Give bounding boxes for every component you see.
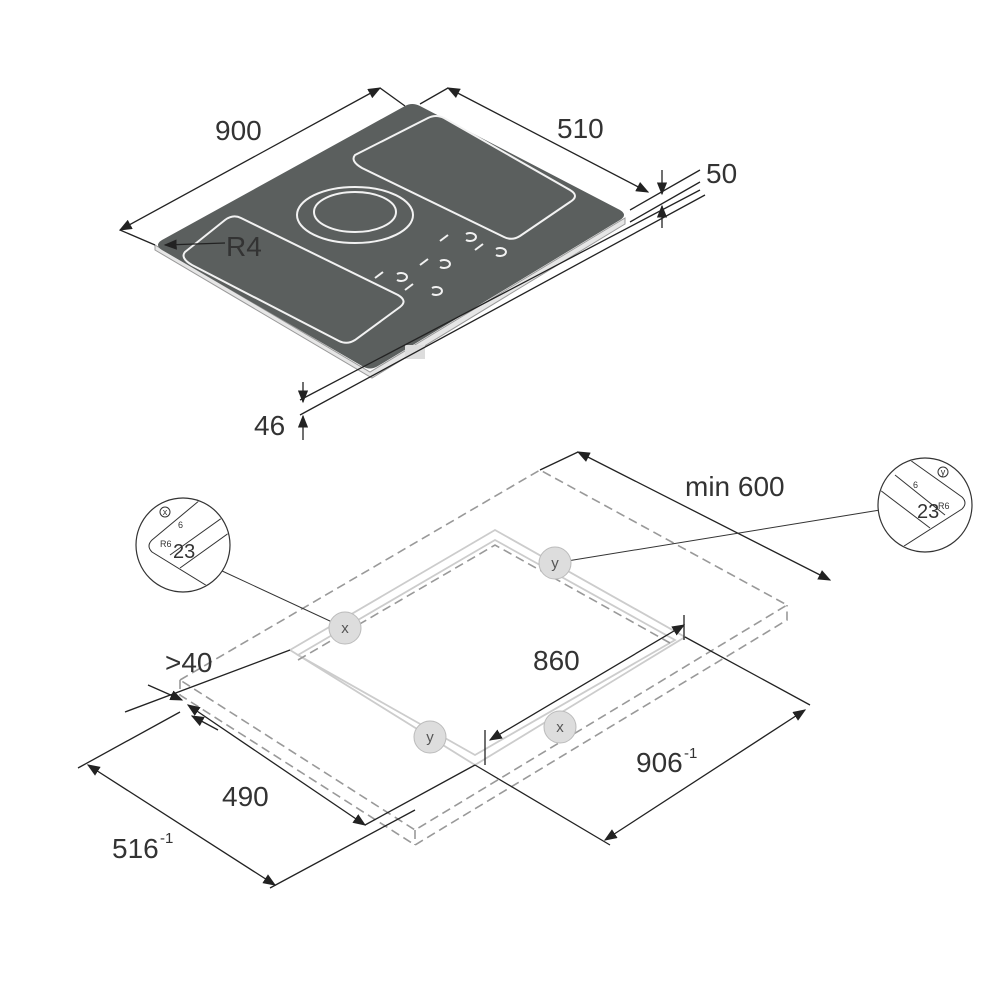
detail-y: y 6 R6 23 — [877, 457, 973, 553]
dim-radius-label: R4 — [226, 231, 262, 262]
dim-cut-depth-label: 490 — [222, 781, 269, 812]
dim-depth-label: 510 — [557, 113, 604, 144]
dim-worktop-depth-label: min 600 — [685, 471, 785, 502]
cutout-markers-0-label: x — [341, 620, 349, 637]
details-0-height-label: 6 — [178, 520, 183, 530]
details-0-radius-label: R6 — [160, 539, 172, 549]
marker-y-2: y — [413, 720, 447, 754]
dim-body-height-label: 46 — [254, 410, 285, 441]
dim-edge-distance-label: >40 — [165, 647, 213, 678]
hob-dimensions: 900 510 50 R4 46 — [118, 87, 737, 441]
details-1-radius-label: R6 — [938, 501, 950, 511]
dim-cut-depth-outer-label: 516 — [112, 833, 159, 864]
details-0-width-label: 23 — [173, 541, 195, 563]
touch-controls — [374, 232, 507, 296]
dim-cut-width-label: 860 — [533, 645, 580, 676]
details-1-height-label: 6 — [913, 480, 918, 490]
details-0-marker-label: x — [163, 507, 168, 517]
dim-thickness-label: 50 — [706, 158, 737, 189]
hob-side — [154, 217, 626, 379]
detail-markers: x y y x — [219, 509, 881, 754]
cutout-markers-3-label: x — [556, 719, 564, 736]
dim-cut-depth-outer-tolerance: -1 — [160, 830, 173, 847]
marker-x-1: x — [328, 611, 362, 645]
dim-cut-width-outer-label: 906 — [636, 747, 683, 778]
cutout-markers-2-label: y — [426, 729, 434, 746]
cutout-markers-1-label: y — [551, 555, 559, 572]
marker-x-2: x — [543, 710, 577, 744]
marker-y-1: y — [538, 546, 572, 580]
details-1-marker-label: y — [941, 467, 946, 477]
dim-width-label: 900 — [215, 115, 262, 146]
cutout-dimensions: min 600 >40 860 906 -1 490 516 -1 — [77, 451, 832, 889]
detail-x: x 6 R6 23 — [135, 497, 231, 593]
dim-cut-width-outer-tolerance: -1 — [684, 745, 697, 762]
details-1-width-label: 23 — [917, 501, 939, 523]
